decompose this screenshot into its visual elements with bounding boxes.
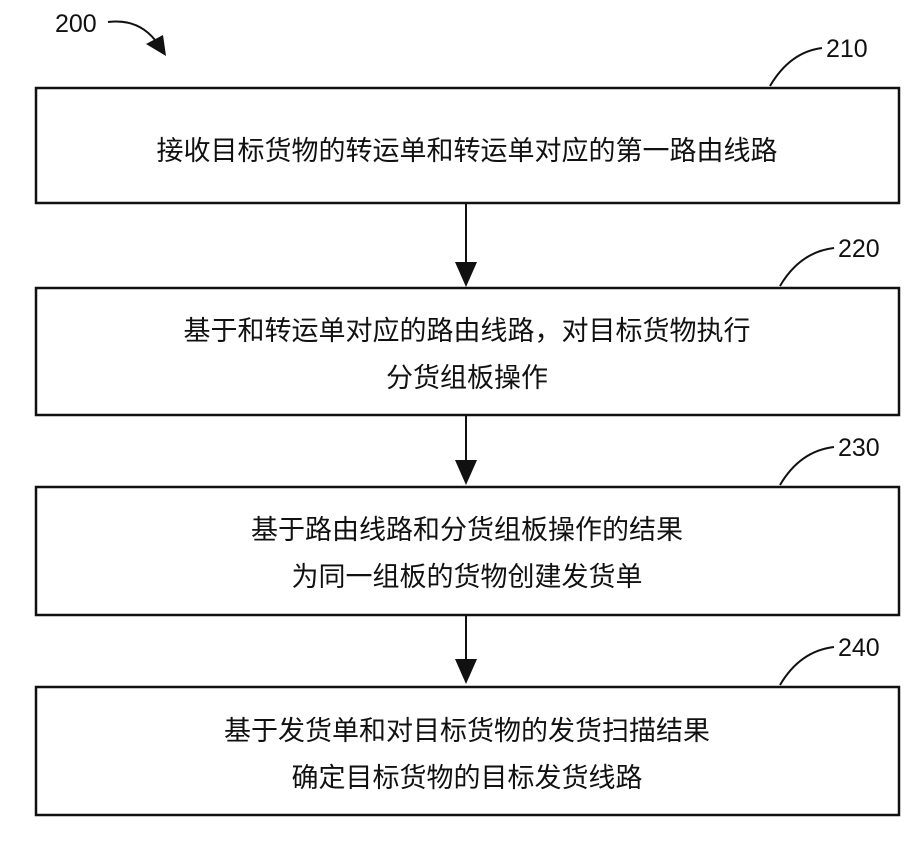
figure-arrow-line — [108, 21, 158, 44]
step-220-line-1: 基于和转运单对应的路由线路，对目标货物执行 — [184, 316, 751, 347]
step-230-line-2: 为同一组板的货物创建发货单 — [292, 562, 643, 593]
step-box-220 — [36, 288, 899, 415]
step-210-leader — [770, 48, 822, 86]
connector-210-220-arrowhead — [455, 262, 477, 287]
connector-230-240-arrowhead — [455, 659, 477, 684]
step-240-line-2: 确定目标货物的目标发货线路 — [292, 763, 643, 794]
step-230-ref: 230 — [838, 434, 880, 462]
step-220-line-2: 分货组板操作 — [386, 363, 548, 394]
step-240-leader — [780, 647, 834, 685]
step-240-ref: 240 — [838, 634, 880, 662]
figure-arrowhead — [146, 35, 166, 56]
connector-220-230-arrowhead — [455, 460, 477, 485]
figure-label: 200 — [55, 10, 97, 38]
step-210-line-1: 接收目标货物的转运单和转运单对应的第一路由线路 — [157, 136, 778, 167]
step-210: 接收目标货物的转运单和转运单对应的第一路由线路 210 — [36, 35, 899, 203]
step-240-line-1: 基于发货单和对目标货物的发货扫描结果 — [224, 716, 710, 747]
step-220-leader — [780, 248, 834, 286]
step-box-230 — [36, 487, 899, 615]
step-230-leader — [780, 447, 834, 485]
step-210-ref: 210 — [826, 35, 868, 63]
step-220-ref: 220 — [838, 235, 880, 263]
step-230-line-1: 基于路由线路和分货组板操作的结果 — [251, 515, 683, 546]
step-box-240 — [36, 687, 899, 815]
